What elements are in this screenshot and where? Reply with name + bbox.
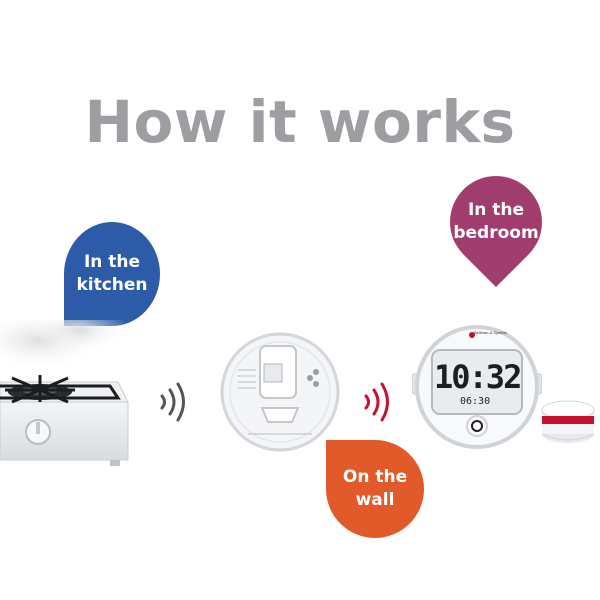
- page-title: How it works: [84, 88, 516, 156]
- alarm-clock-icon: Bellman & Symfon 10:32 06:30: [412, 322, 542, 452]
- bedroom-bubble: In the bedroom: [430, 156, 562, 288]
- co-detector-icon: [220, 332, 340, 452]
- stove-icon: [0, 320, 130, 466]
- kitchen-bubble-label: In the kitchen: [76, 252, 148, 295]
- clock-brand-label: Bellman & Symfon: [474, 330, 507, 335]
- bedroom-bubble-label: In the bedroom: [453, 200, 539, 243]
- wall-bubble: On the wall: [326, 440, 424, 538]
- kitchen-bubble: In the kitchen: [64, 222, 160, 326]
- wall-bubble-label: On the wall: [342, 467, 408, 510]
- sound-waves-grey-icon: [160, 382, 185, 422]
- clock-time-display: 10:32: [434, 358, 522, 396]
- sound-waves-red-icon: [364, 382, 389, 422]
- clock-alarm-display: 06:30: [460, 396, 491, 407]
- bed-shaker-icon: [541, 400, 595, 443]
